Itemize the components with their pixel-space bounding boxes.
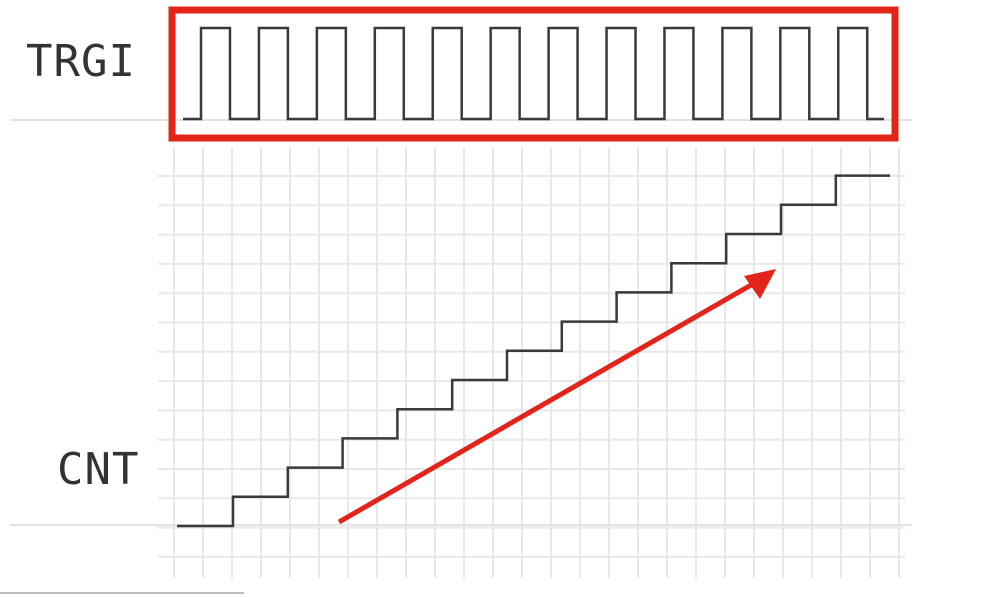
bottom-divider bbox=[0, 592, 244, 594]
trgi-label: TRGI bbox=[26, 36, 136, 87]
cnt-staircase bbox=[177, 174, 890, 528]
trend-arrow-head bbox=[744, 269, 776, 299]
trend-arrow-shaft bbox=[337, 278, 760, 525]
trgi-pulse-train bbox=[183, 26, 884, 121]
cnt-label: CNT bbox=[57, 444, 140, 495]
trgi-highlight-box bbox=[168, 6, 899, 142]
background-grid bbox=[158, 148, 905, 578]
